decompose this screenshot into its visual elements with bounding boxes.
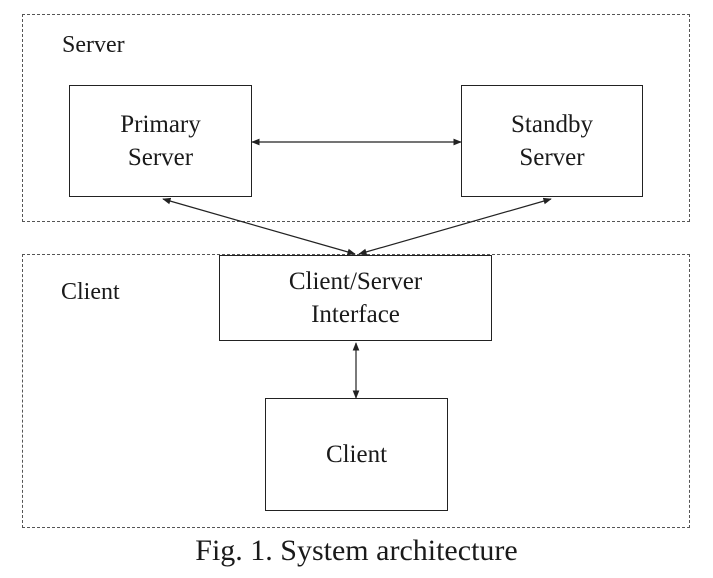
client-box: Client <box>265 398 448 511</box>
client-label: Client <box>325 441 388 468</box>
figure-caption: Fig. 1. System architecture <box>195 534 518 567</box>
standby-server-label-line1: Standby <box>511 111 593 138</box>
server-group-label: Server <box>62 32 125 58</box>
primary-server-box: Primary Server <box>69 85 252 197</box>
edge-primary-interface <box>162 197 356 256</box>
edge-standby-interface <box>358 197 552 256</box>
client-group <box>22 254 690 528</box>
client-group-label: Client <box>61 279 120 305</box>
primary-server-label-line1: Primary <box>120 111 201 138</box>
client-server-interface-box: Client/Server Interface <box>219 255 492 341</box>
server-group <box>22 14 690 222</box>
primary-server-label-line2: Server <box>127 144 194 171</box>
interface-label-line1: Client/Server <box>288 268 423 295</box>
standby-server-box: Standby Server <box>461 85 643 197</box>
standby-server-label-line2: Server <box>519 144 585 171</box>
interface-label-line2: Interface <box>311 301 400 328</box>
